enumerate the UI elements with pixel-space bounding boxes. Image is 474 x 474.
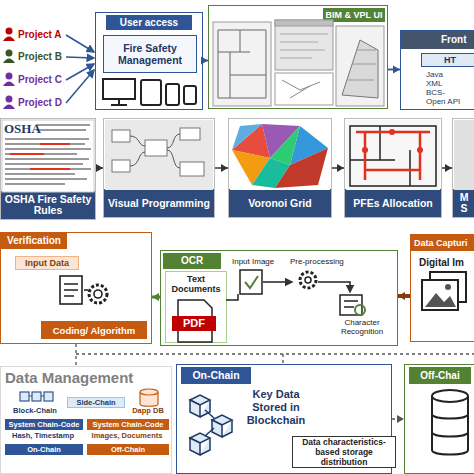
dashed-leader xyxy=(76,354,474,364)
note-box: Data characteristics-based storage distr… xyxy=(292,436,396,468)
chain-band: Off-Chain xyxy=(87,444,169,455)
project-arrow xyxy=(66,70,94,103)
input-box: Input Data xyxy=(15,256,79,270)
arrow-head xyxy=(221,164,228,172)
node-label: Fire Safety Management xyxy=(104,36,196,72)
node-label: Coding/ Algorithm xyxy=(41,321,147,339)
node-label: System Chain-Code xyxy=(5,419,83,430)
chain-label: Block-Chain xyxy=(4,406,66,415)
person-icon xyxy=(3,59,15,64)
connector xyxy=(152,296,160,299)
stage-box: Voronoi Grid xyxy=(228,118,332,218)
person-icon xyxy=(3,105,15,110)
chain-box: Side-Chain xyxy=(67,397,125,408)
person-icon xyxy=(6,73,13,80)
node-label: Data Management xyxy=(5,369,133,386)
step-label: Character Recognition xyxy=(330,318,394,336)
chain-label: Images, Documents xyxy=(86,431,168,440)
connector xyxy=(392,418,404,419)
arrow-head xyxy=(337,164,344,172)
person-icon xyxy=(6,28,13,35)
node-label: Side-Chain xyxy=(68,398,124,407)
arrow-head xyxy=(397,415,404,423)
group-box: VerificationInput DataCoding/ Algorithm xyxy=(0,232,152,344)
connector xyxy=(442,167,452,169)
step-label: Pre-processing xyxy=(290,257,344,266)
node-label: Data characteristics-based storage distr… xyxy=(293,437,395,467)
group-box: Off-Chai xyxy=(404,364,474,474)
connector xyxy=(96,167,103,169)
project-label: Project B xyxy=(18,51,62,62)
chain-label: Dapp DB xyxy=(126,406,170,415)
chain-band: On-Chain xyxy=(5,444,83,455)
project-arrow xyxy=(66,57,94,58)
node-label: OCR xyxy=(163,253,221,269)
arrow-head xyxy=(445,164,452,172)
group-box: BIM & VPL UI xyxy=(208,5,388,109)
icon-text: PDF xyxy=(172,317,216,329)
node-label: PFEs Allocation xyxy=(345,189,441,217)
project-arrow xyxy=(66,35,94,103)
node-label: On-Chain xyxy=(181,367,251,384)
process-box: Fire Safety Management xyxy=(103,35,197,73)
chain-band: System Chain-Code xyxy=(5,419,83,430)
connector xyxy=(215,167,228,169)
tech-label: Java xyxy=(426,70,443,79)
node-label: On-Chain xyxy=(5,444,83,455)
process-box: HT xyxy=(421,53,474,67)
connector xyxy=(332,167,344,169)
stage-box: PFEs Allocation xyxy=(344,118,442,218)
node-label: Verification xyxy=(1,233,67,249)
arrow-head xyxy=(96,164,103,172)
connector xyxy=(388,69,400,71)
process-band: Coding/ Algorithm xyxy=(41,321,147,339)
node-label: User access xyxy=(106,15,192,30)
tech-label: Open API xyxy=(426,97,460,106)
node-label: Off-Chai xyxy=(409,367,471,384)
tech-label: XML xyxy=(426,79,442,88)
person-icon xyxy=(3,82,15,87)
group-box: Data CapturiDigital Im xyxy=(410,234,474,342)
group-box: User accessFire Safety Management xyxy=(95,12,203,110)
person-icon xyxy=(6,50,13,57)
arrow-head xyxy=(152,293,159,301)
node-label: Text Documents xyxy=(166,274,226,294)
project-label: Project C xyxy=(18,74,62,85)
node-label: BIM & VPL UI xyxy=(323,8,385,22)
dashed-leader xyxy=(76,354,474,364)
chain-label: Hash, Timestamp xyxy=(4,431,82,440)
stage-box: M S xyxy=(452,118,474,218)
node-label: Input Data xyxy=(16,257,78,269)
person-icon xyxy=(6,96,13,103)
person-icon xyxy=(3,37,15,42)
stage-box: Visual Programming xyxy=(103,118,215,218)
person-icon xyxy=(3,28,15,110)
project-arrow xyxy=(66,35,94,52)
node-label: Visual Programming xyxy=(104,189,214,217)
node-label: HT xyxy=(422,54,474,66)
group-box: Data ManagementSide-ChainSystem Chain-Co… xyxy=(0,366,172,474)
node-label: System Chain-Code xyxy=(87,419,169,430)
step-label: Input Image xyxy=(232,257,274,266)
storage-label: Key Data Stored in Blockchain xyxy=(236,388,316,427)
node-label: Front xyxy=(401,31,474,49)
node-label: Off-Chain xyxy=(87,444,169,455)
node-label: Voronoi Grid xyxy=(229,189,331,217)
node-label: Digital Im xyxy=(419,257,464,268)
arrow-head xyxy=(398,292,405,300)
arrow-head xyxy=(393,66,400,74)
logo-text: OSHA xyxy=(4,121,41,137)
chain-band: System Chain-Code xyxy=(87,419,169,430)
project-label: Project D xyxy=(18,97,62,108)
process-box: Text Documents xyxy=(165,271,227,343)
project-label: Project A xyxy=(18,29,62,40)
project-arrow xyxy=(66,64,94,80)
node-label: OSHA Fire Safety Rules xyxy=(1,191,95,219)
connector xyxy=(75,344,76,366)
node-label: M S xyxy=(453,189,474,217)
tech-label: BCS- xyxy=(426,88,445,97)
node-label: Data Capturi xyxy=(411,235,474,251)
connector xyxy=(398,294,410,298)
